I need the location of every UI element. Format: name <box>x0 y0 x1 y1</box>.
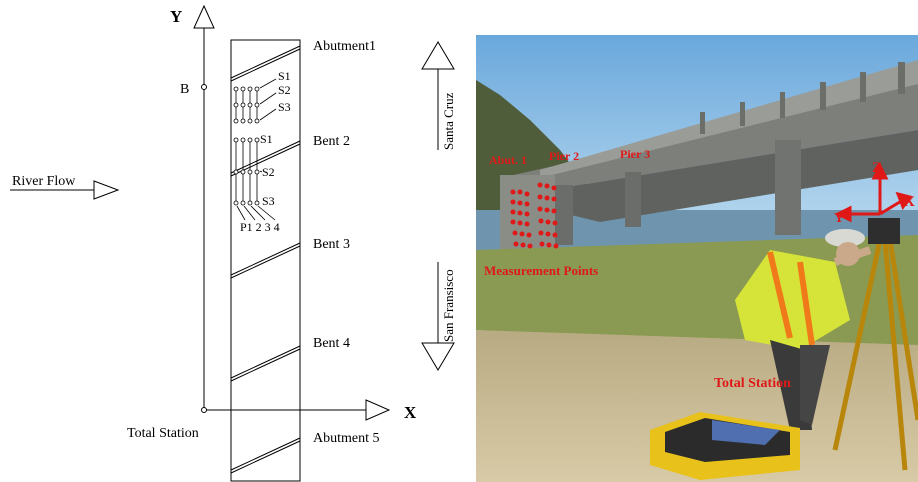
y-axis-arrowhead <box>193 4 215 29</box>
photo-label-pier3: Pier 3 <box>620 147 650 161</box>
field-photo: Abut. 1 Pier 2 Pier 3 Measurement Points… <box>476 35 918 482</box>
photo-pier-4 <box>775 140 801 235</box>
direction-arrow-north <box>421 41 455 150</box>
photo-label-total-station: Total Station <box>714 376 791 391</box>
support-label-bent3: Bent 3 <box>313 237 350 252</box>
direction-label-santa-cruz: Santa Cruz <box>441 92 456 150</box>
photo-measurement-points <box>510 182 559 249</box>
support-label-bent4: Bent 4 <box>313 336 350 351</box>
photo-axes <box>834 162 913 223</box>
point-b-label: B <box>180 82 189 97</box>
total-station-marker <box>201 407 207 413</box>
photo-pier-2 <box>555 185 573 245</box>
y-axis-label: Y <box>170 7 182 26</box>
photo-total-station-instrument <box>868 218 900 244</box>
support-bent3 <box>230 242 301 279</box>
river-flow-label: River Flow <box>12 174 76 189</box>
pile-labels: P1 2 3 4 <box>240 220 280 234</box>
support-label-bent2: Bent 2 <box>313 134 350 149</box>
photo-axis-label-x: X <box>904 194 915 210</box>
river-flow-arrowhead <box>93 180 120 200</box>
photo-bridge-deck <box>500 84 918 198</box>
plan-schematic: Y X B Total Station River Flow <box>10 4 456 482</box>
measurement-grid-abutment <box>233 78 277 124</box>
section-label-bent-s3: S3 <box>262 194 275 208</box>
photo-label-abut1: Abut. 1 <box>489 153 527 167</box>
photo-bridge-underside <box>500 130 918 222</box>
photo-axis-label-y: Y <box>834 211 844 226</box>
photo-instrument-case <box>650 412 800 480</box>
photo-pier-3 <box>625 172 641 227</box>
photo-label-measurement-points: Measurement Points <box>484 263 598 278</box>
x-axis-label: X <box>404 403 417 422</box>
photo-tripod <box>832 239 918 471</box>
x-axis-arrowhead <box>365 399 391 421</box>
support-label-abutment1: Abutment1 <box>313 39 376 54</box>
measurement-grid-bent2 <box>233 137 276 221</box>
photo-railing-posts <box>700 62 905 134</box>
section-label-bent-s2: S2 <box>262 165 275 179</box>
section-label-top-s3: S3 <box>278 100 291 114</box>
support-abutment1 <box>230 45 301 82</box>
direction-arrow-south <box>421 262 455 371</box>
section-label-bent-s1: S1 <box>260 132 273 146</box>
bridge-deck-outline <box>230 39 301 482</box>
support-label-abutment5: Abutment 5 <box>313 431 380 446</box>
support-bent4 <box>230 345 301 382</box>
point-b-marker <box>201 84 207 90</box>
section-label-top-s2: S2 <box>278 83 291 97</box>
direction-label-san-fransisco: San Fransisco <box>441 269 456 342</box>
support-abutment5 <box>230 437 301 474</box>
photo-label-pier2: Pier 2 <box>549 149 579 163</box>
section-label-top-s1: S1 <box>278 69 291 83</box>
photo-surveyor <box>735 229 872 430</box>
photo-axis-label-z: Z <box>872 160 882 176</box>
total-station-label: Total Station <box>127 426 199 441</box>
